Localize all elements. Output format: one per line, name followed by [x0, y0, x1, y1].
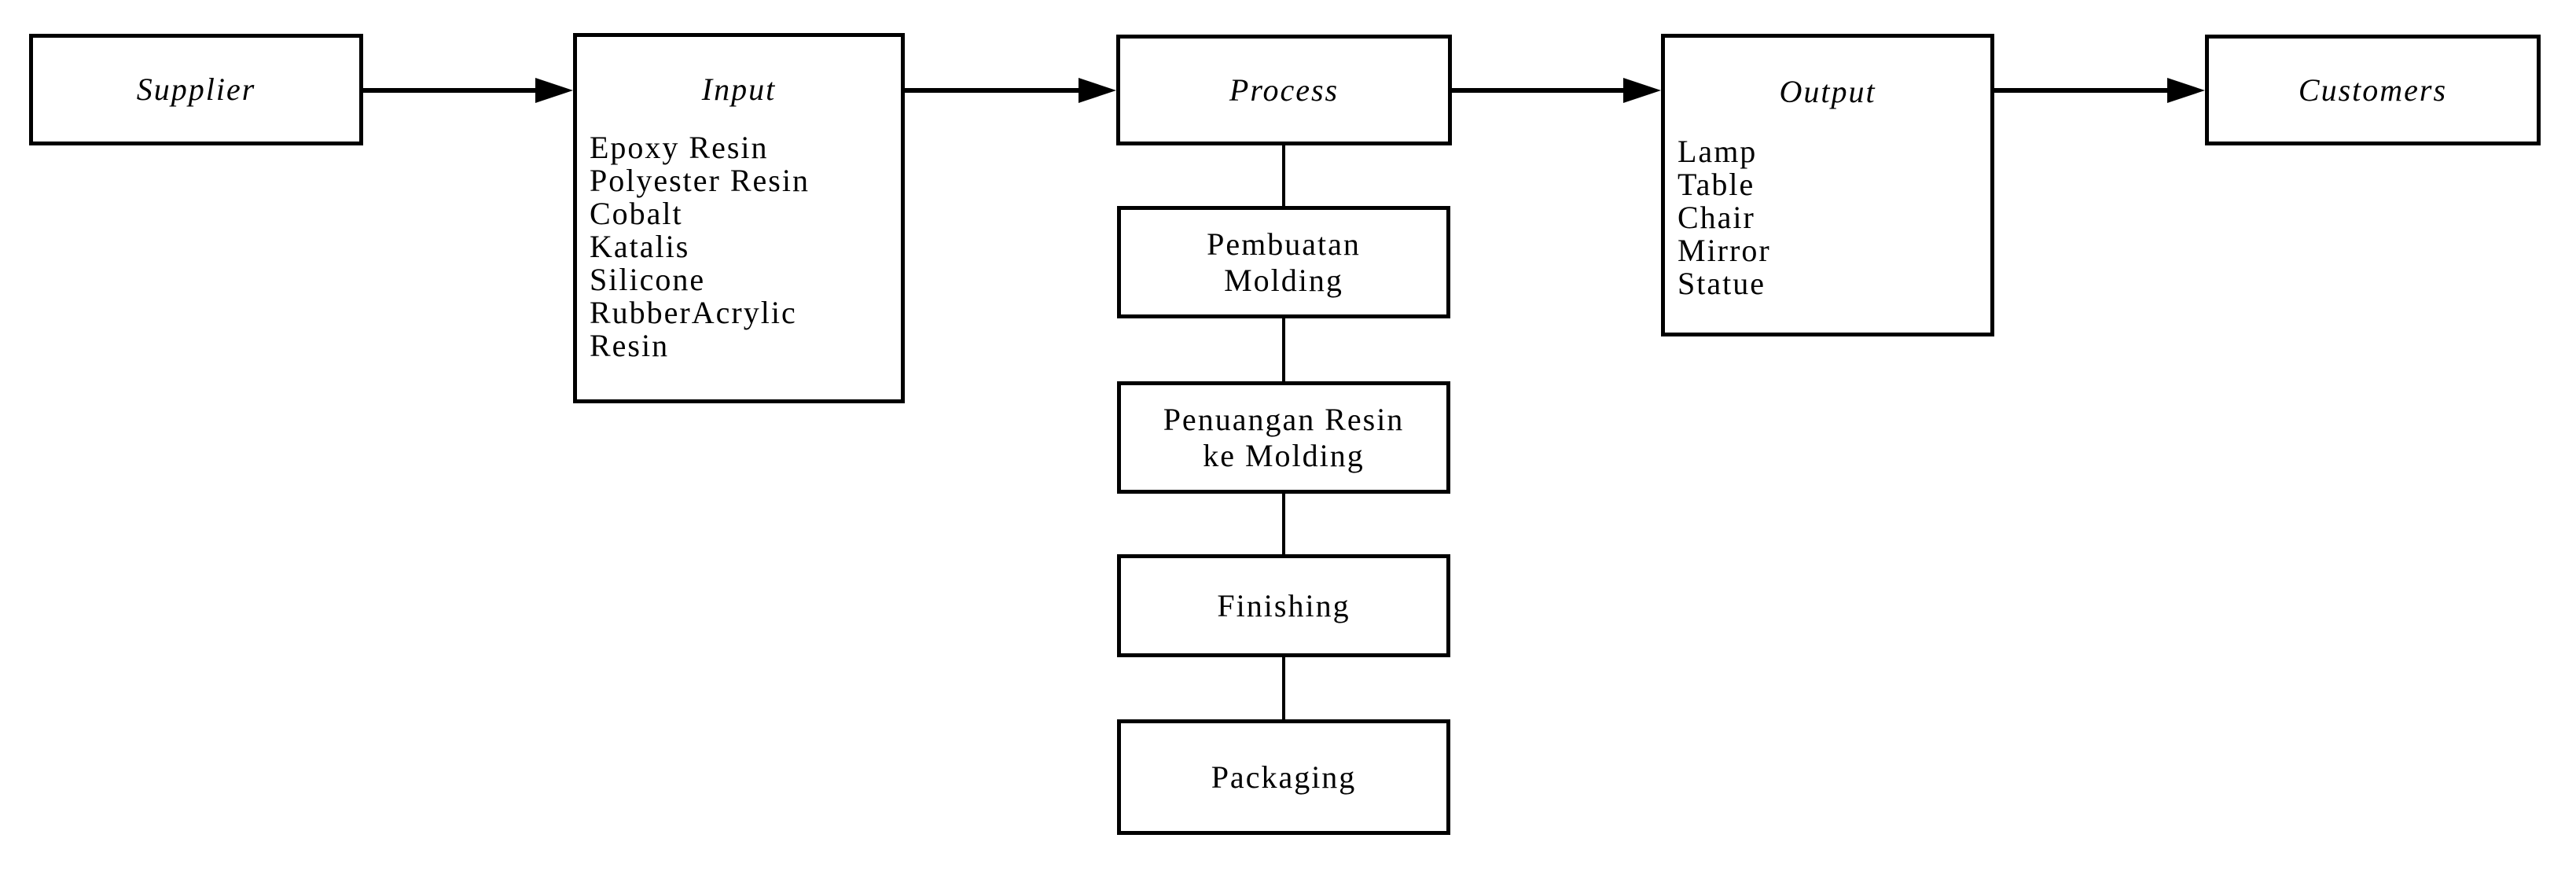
- connector-process-to-pembuatan: [1282, 145, 1285, 206]
- arrow-process-to-output: [1452, 88, 1627, 93]
- customers-title: Customers: [2298, 72, 2448, 108]
- connector-pembuatan-to-penuangan: [1282, 318, 1285, 381]
- step-label-line: Pembuatan: [1207, 226, 1361, 262]
- node-customers: Customers: [2205, 35, 2541, 145]
- output-item: Mirror: [1678, 233, 1771, 268]
- input-item: Cobalt: [590, 196, 683, 231]
- output-item: Table: [1678, 167, 1755, 202]
- output-item: Lamp: [1678, 134, 1758, 169]
- arrowhead-right-icon: [2167, 78, 2205, 103]
- input-item: Katalis: [590, 229, 690, 264]
- node-input: Input Epoxy Resin Polyester Resin Cobalt…: [573, 33, 905, 403]
- step-label-line: Penuangan Resin: [1163, 401, 1405, 437]
- node-supplier: Supplier: [29, 34, 363, 145]
- step-label-line: Molding: [1224, 262, 1343, 298]
- output-item-list: Lamp Table Chair Mirror Statue: [1665, 135, 1990, 300]
- node-process: Process: [1116, 35, 1452, 145]
- input-item: Polyester Resin: [590, 163, 810, 198]
- node-output: Output Lamp Table Chair Mirror Statue: [1661, 34, 1994, 336]
- arrow-output-to-customers: [1994, 88, 2171, 93]
- input-item: Resin: [590, 328, 670, 363]
- step-penuangan-resin-ke-molding: Penuangan Resin ke Molding: [1117, 381, 1450, 494]
- output-title: Output: [1779, 74, 1876, 109]
- step-label-line: Packaging: [1211, 759, 1357, 795]
- output-item: Chair: [1678, 200, 1755, 235]
- connector-finishing-to-packaging: [1282, 657, 1285, 719]
- arrow-input-to-process: [905, 88, 1082, 93]
- input-item: Epoxy Resin: [590, 130, 769, 165]
- arrow-supplier-to-input: [363, 88, 539, 93]
- step-packaging: Packaging: [1117, 719, 1450, 835]
- step-finishing: Finishing: [1117, 554, 1450, 657]
- step-label-line: Finishing: [1217, 587, 1350, 623]
- output-item: Statue: [1678, 266, 1766, 301]
- input-item: RubberAcrylic: [590, 295, 797, 330]
- step-label-line: ke Molding: [1203, 437, 1365, 473]
- input-title: Input: [701, 72, 777, 107]
- process-title: Process: [1229, 72, 1339, 108]
- connector-penuangan-to-finishing: [1282, 494, 1285, 554]
- arrowhead-right-icon: [1623, 78, 1661, 103]
- supplier-title: Supplier: [136, 72, 256, 107]
- arrowhead-right-icon: [535, 78, 573, 103]
- input-item-list: Epoxy Resin Polyester Resin Cobalt Katal…: [577, 131, 901, 362]
- arrowhead-right-icon: [1079, 78, 1116, 103]
- step-pembuatan-molding: Pembuatan Molding: [1117, 206, 1450, 318]
- input-item: Silicone: [590, 262, 706, 297]
